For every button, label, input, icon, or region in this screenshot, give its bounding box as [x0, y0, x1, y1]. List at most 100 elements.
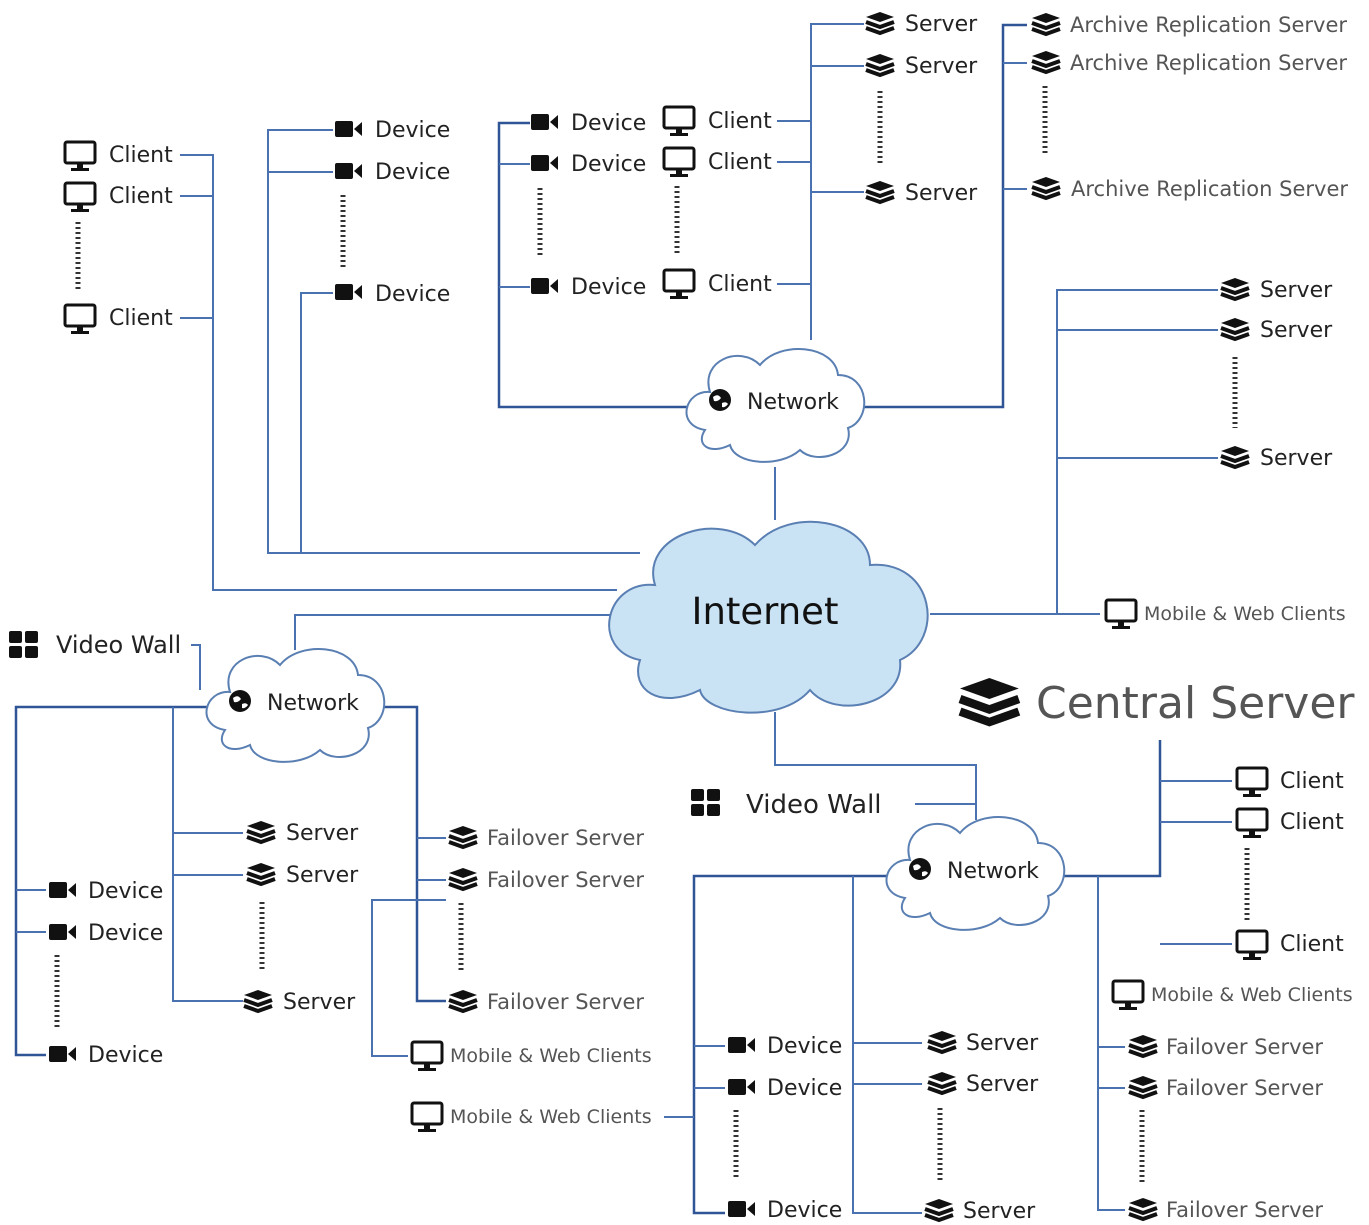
monitor-icon — [1104, 598, 1138, 631]
monitor-icon — [1235, 766, 1269, 799]
camera-icon — [728, 1201, 755, 1217]
client-label: Client — [109, 143, 173, 168]
video-wall-label: Video Wall — [746, 790, 882, 820]
network-cloud-top: Network — [685, 348, 866, 463]
server-label: Server — [283, 990, 356, 1015]
monitor-icon — [63, 181, 97, 214]
failover-server-node: Failover Server — [447, 988, 644, 1014]
monitor-icon — [1111, 979, 1145, 1012]
grid-icon — [9, 631, 38, 658]
server-label: Server — [1260, 446, 1333, 471]
central-server-label: Central Server — [1036, 678, 1355, 729]
mobile-web-node: Mobile & Web Clients — [410, 1101, 652, 1134]
server-label: Server — [1260, 318, 1333, 343]
archive-server-node: Archive Replication Server — [1030, 175, 1348, 201]
server-label: Server — [286, 821, 359, 846]
video-wall-node: Video Wall — [9, 631, 181, 659]
camera-icon — [531, 114, 558, 130]
mobile-label: Mobile & Web Clients — [1144, 603, 1346, 625]
client-label: Client — [109, 184, 173, 209]
monitor-icon — [662, 146, 696, 179]
client-label: Client — [708, 150, 772, 175]
server-label: Server — [966, 1072, 1039, 1097]
server-label: Server — [286, 863, 359, 888]
device-node: Device — [531, 275, 646, 300]
archive-server-node: Archive Replication Server — [1030, 11, 1347, 37]
mobile-label: Mobile & Web Clients — [450, 1045, 652, 1067]
client-node: Client — [662, 146, 772, 179]
device-label: Device — [375, 118, 450, 143]
device-label: Device — [767, 1076, 842, 1101]
server-stack-icon — [1219, 444, 1251, 469]
globe-icon — [229, 690, 251, 712]
server-stack-icon — [864, 10, 896, 35]
server-stack-icon — [864, 179, 896, 204]
monitor-icon — [63, 140, 97, 173]
client-node: Client — [63, 181, 173, 214]
server-label: Server — [966, 1031, 1039, 1056]
server-stack-icon — [447, 866, 479, 891]
client-node: Client — [63, 140, 173, 173]
camera-icon — [49, 1046, 76, 1062]
archive-label: Archive Replication Server — [1070, 13, 1347, 37]
server-label: Server — [963, 1199, 1036, 1224]
internet-cloud: Internet — [608, 520, 929, 714]
client-node: Client — [63, 303, 173, 336]
globe-icon — [909, 858, 931, 880]
monitor-icon — [63, 303, 97, 336]
server-node: Server — [864, 179, 978, 206]
internet-label: Internet — [692, 590, 839, 633]
mobile-web-node: Mobile & Web Clients — [410, 1040, 652, 1073]
camera-icon — [49, 924, 76, 940]
server-stack-icon — [864, 52, 896, 77]
client-label: Client — [708, 109, 772, 134]
device-node: Device — [49, 921, 163, 946]
device-label: Device — [375, 282, 450, 307]
device-node: Device — [49, 879, 163, 904]
device-node: Device — [728, 1076, 842, 1101]
archive-label: Archive Replication Server — [1070, 51, 1347, 75]
camera-icon — [531, 278, 558, 294]
server-node: Server — [926, 1070, 1039, 1097]
monitor-icon — [1235, 807, 1269, 840]
server-stack-icon — [1030, 49, 1062, 74]
device-label: Device — [571, 111, 646, 136]
server-stack-icon — [926, 1070, 958, 1095]
camera-icon — [531, 155, 558, 171]
device-node: Device — [335, 282, 450, 307]
server-label: Server — [905, 181, 978, 206]
client-node: Client — [662, 268, 772, 301]
client-node: Client — [1235, 766, 1344, 799]
server-label: Server — [905, 12, 978, 37]
mobile-web-node: Mobile & Web Clients — [1111, 979, 1353, 1012]
server-node: Server — [926, 1029, 1039, 1056]
camera-icon — [728, 1037, 755, 1053]
camera-icon — [335, 163, 362, 179]
server-stack-icon — [447, 988, 479, 1013]
globe-icon — [709, 389, 731, 411]
server-node: Server — [245, 819, 359, 846]
network-label: Network — [947, 859, 1039, 884]
failover-label: Failover Server — [1166, 1076, 1323, 1100]
server-node: Server — [1219, 276, 1333, 303]
server-stack-icon — [1219, 276, 1251, 301]
device-label: Device — [375, 160, 450, 185]
archive-server-node: Archive Replication Server — [1030, 49, 1347, 75]
server-node: Server — [864, 10, 978, 37]
monitor-icon — [1235, 929, 1269, 962]
failover-server-node: Failover Server — [447, 824, 644, 850]
video-wall-node: Video Wall — [691, 789, 882, 820]
monitor-icon — [410, 1040, 444, 1073]
camera-icon — [335, 284, 362, 300]
failover-label: Failover Server — [1166, 1198, 1323, 1222]
device-label: Device — [767, 1198, 842, 1223]
connector-lines — [14, 23, 1250, 1215]
server-stack-icon — [245, 861, 277, 886]
device-node: Device — [49, 1043, 163, 1068]
device-node: Device — [335, 160, 450, 185]
mobile-label: Mobile & Web Clients — [450, 1106, 652, 1128]
server-stack-icon — [960, 678, 1019, 722]
failover-label: Failover Server — [487, 826, 644, 850]
server-stack-icon — [1127, 1074, 1159, 1099]
